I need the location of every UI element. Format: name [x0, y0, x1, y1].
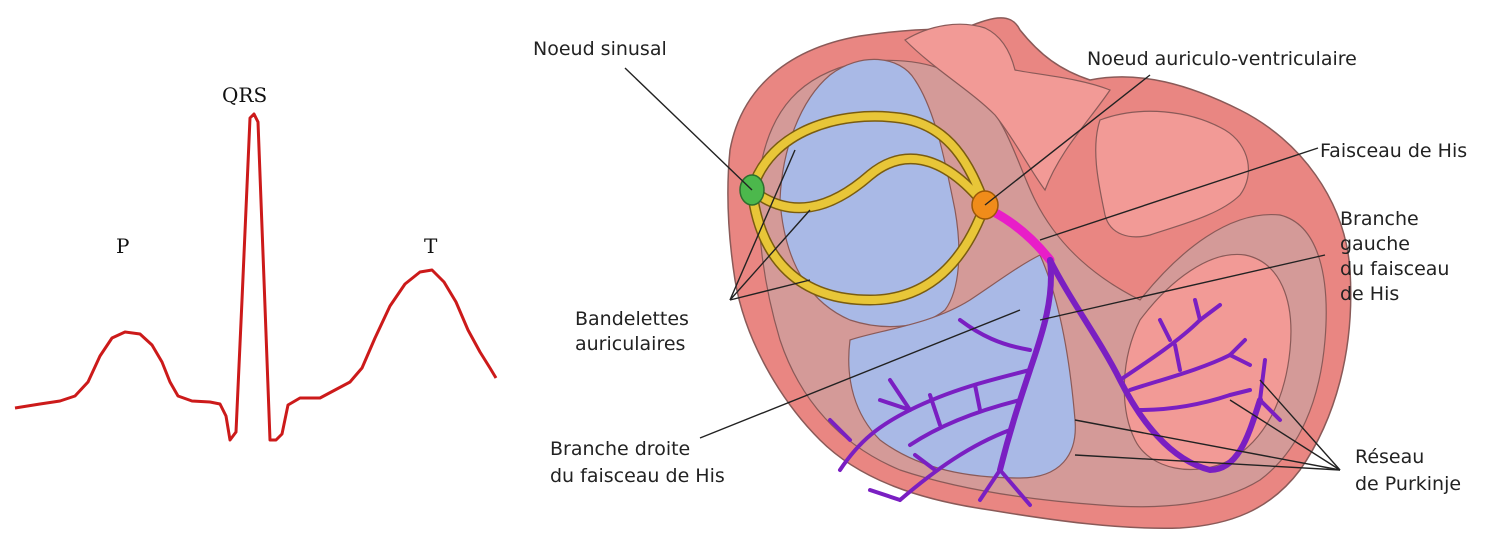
- label-left-branch-1: Branche: [1340, 208, 1419, 230]
- label-atrial-bands-1: Bandelettes: [575, 308, 689, 330]
- label-atrial-bands-2: auriculaires: [575, 333, 685, 355]
- ecg-label-qrs: QRS: [222, 83, 267, 107]
- heart-diagram: [728, 18, 1351, 528]
- label-av-node: Noeud auriculo-ventriculaire: [1087, 48, 1357, 70]
- label-right-branch-1: Branche droite: [550, 438, 690, 460]
- ecg-label-t: T: [424, 234, 438, 258]
- ecg-trace: [15, 114, 496, 440]
- label-left-branch-4: de His: [1340, 283, 1399, 305]
- label-purkinje-2: de Purkinje: [1355, 473, 1461, 495]
- label-bundle-his: Faisceau de His: [1320, 140, 1467, 162]
- label-left-branch-2: gauche: [1340, 233, 1410, 255]
- label-sinus-node: Noeud sinusal: [533, 38, 667, 60]
- ecg-panel: P QRS T: [15, 83, 496, 440]
- ecg-label-p: P: [116, 234, 129, 258]
- label-left-branch-3: du faisceau: [1340, 258, 1449, 280]
- label-right-branch-2: du faisceau de His: [550, 465, 725, 487]
- label-purkinje-1: Réseau: [1355, 446, 1424, 468]
